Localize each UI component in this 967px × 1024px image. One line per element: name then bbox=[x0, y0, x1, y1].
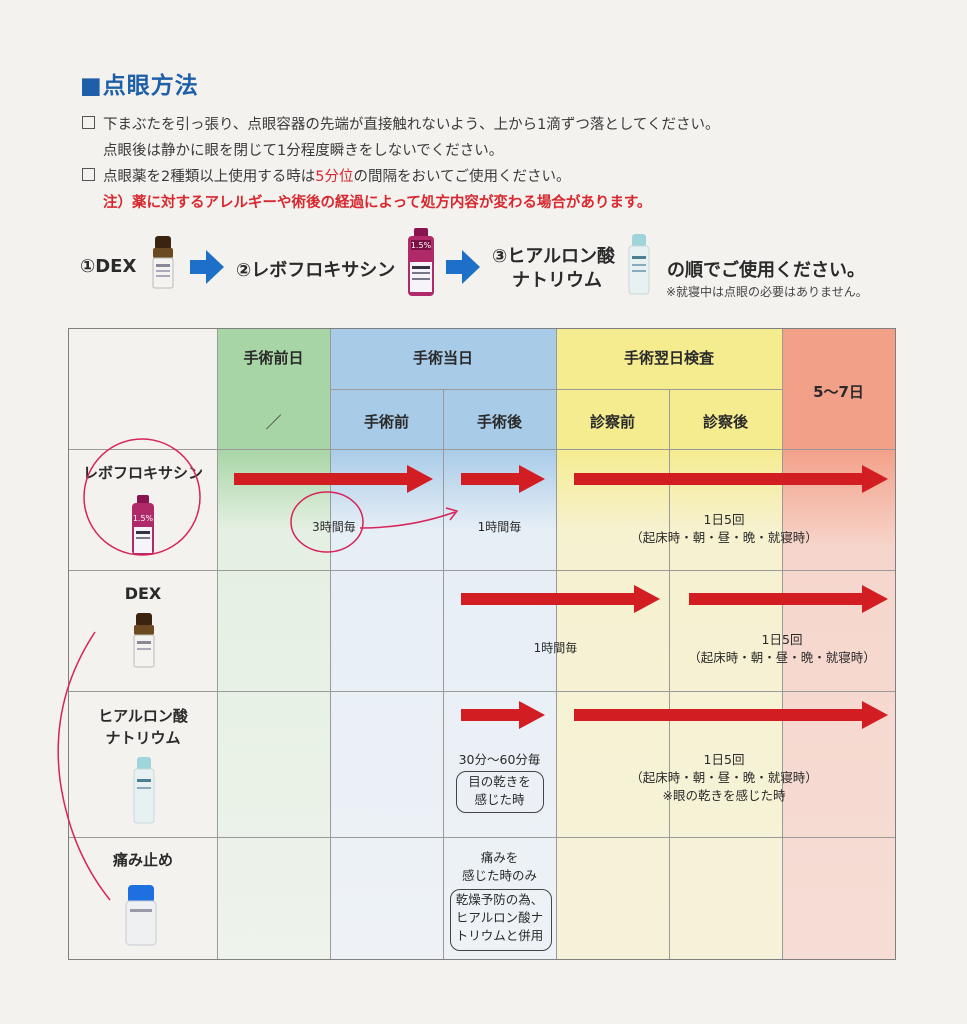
note-5-times-a-day: 1日5回 bbox=[703, 512, 745, 527]
note-5-times-a-day: 1日5回 bbox=[703, 752, 745, 767]
drug-name-hyaluronic-line2: ナトリウム bbox=[105, 729, 181, 747]
header-next-day: 手術翌日検査 bbox=[623, 349, 714, 367]
page-title: ■点眼方法 bbox=[80, 73, 199, 99]
drug-name-hyaluronic-line1: ヒアルロン酸 bbox=[98, 707, 188, 725]
dex-bottle-icon bbox=[152, 236, 174, 289]
arrow-bar bbox=[574, 473, 864, 485]
note-every-30-60-min: 30分〜60分毎 bbox=[458, 752, 541, 767]
arrow-bar bbox=[574, 709, 864, 721]
header-op-before: 手術前 bbox=[363, 413, 409, 431]
dex-bottle-icon bbox=[133, 613, 155, 668]
note-every-3-hours: 3時間毎 bbox=[312, 520, 356, 534]
arrow-right-icon bbox=[446, 250, 480, 284]
note-times-list: （起床時・朝・昼・晩・就寝時） bbox=[630, 770, 818, 785]
column-5-7-days bbox=[782, 329, 895, 959]
order-step-1: ①DEX bbox=[80, 256, 137, 277]
painkiller-bottle-icon bbox=[125, 885, 157, 946]
order-suffix: の順でご使用ください。 bbox=[667, 260, 865, 281]
arrow-head bbox=[634, 585, 660, 613]
drug-name-levofloxacin: レボフロキサシン bbox=[82, 464, 203, 482]
note-pain-1: 痛みを bbox=[480, 850, 519, 865]
arrow-head bbox=[862, 701, 888, 729]
drug-name-painkiller: 痛み止め bbox=[112, 851, 173, 869]
note-every-1-hour: 1時間毎 bbox=[477, 520, 522, 534]
header-5-7-days: 5〜7日 bbox=[813, 383, 864, 401]
note-dry-eye-2: 感じた時 bbox=[474, 792, 525, 807]
bracket bbox=[450, 889, 552, 951]
order-step-3-line1: ③ヒアルロン酸 bbox=[492, 246, 616, 267]
column-preop-day bbox=[217, 329, 330, 959]
bracket bbox=[456, 771, 544, 813]
levofloxacin-bottle-icon: 1.5% bbox=[408, 228, 434, 296]
note-times-list: （起床時・朝・昼・晩・就寝時） bbox=[630, 530, 818, 545]
allergy-note: 注）薬に対するアレルギーや術後の経過によって処方内容が変わる場合があります。 bbox=[103, 195, 652, 211]
arrow-head bbox=[862, 585, 888, 613]
arrow-bar bbox=[461, 593, 636, 605]
schedule-table: 手術前日 ／ 手術当日 手術前 手術後 手術翌日検査 診察前 診察後 5〜7日 … bbox=[68, 328, 896, 960]
header-preop-day: 手術前日 bbox=[243, 349, 304, 367]
note-times-list: （起床時・朝・昼・晩・就寝時） bbox=[688, 650, 876, 665]
instruction-line-1: 下まぶたを引っ張り、点眼容器の先端が直接触れないよう、上から1滴ずつ落としてくだ… bbox=[82, 113, 719, 134]
arrow-bar bbox=[461, 473, 521, 485]
instruction-line-2: 点眼薬を2種類以上使用する時は5分位の間隔をおいてご使用ください。 bbox=[82, 165, 571, 186]
note-every-1-hour: 1時間毎 bbox=[533, 641, 578, 655]
note-combine-3: トリウムと併用 bbox=[455, 928, 544, 943]
checkbox-icon bbox=[82, 168, 95, 181]
hyaluronic-bottle-icon bbox=[133, 757, 155, 824]
arrow-bar bbox=[689, 593, 864, 605]
arrow-head bbox=[407, 465, 433, 493]
note-pain-2: 感じた時のみ bbox=[461, 868, 537, 883]
note-dry-eye-1: 目の乾きを bbox=[468, 774, 531, 789]
arrow-bar bbox=[461, 709, 521, 721]
header-exam-after: 診察後 bbox=[702, 413, 748, 431]
svg-text:1.5%: 1.5% bbox=[133, 514, 154, 523]
arrow-right-icon bbox=[190, 250, 224, 284]
note-combine-1: 乾燥予防の為、 bbox=[455, 892, 544, 907]
arrow-head bbox=[519, 465, 545, 493]
header-preop-slash: ／ bbox=[265, 413, 282, 432]
header-op-after: 手術後 bbox=[476, 413, 522, 431]
drug-name-dex: DEX bbox=[124, 584, 162, 603]
note-5-times-a-day: 1日5回 bbox=[761, 632, 803, 647]
order-step-2: ②レボフロキサシン bbox=[236, 260, 396, 281]
arrow-bar bbox=[234, 473, 409, 485]
instruction-line-1b: 点眼後は静かに眼を閉じて1分程度瞬きをしないでください。 bbox=[103, 143, 504, 159]
arrow-head bbox=[862, 465, 888, 493]
order-step-3-line2: ナトリウム bbox=[512, 270, 602, 291]
arrow-head bbox=[519, 701, 545, 729]
svg-text:1.5%: 1.5% bbox=[411, 241, 432, 250]
sleep-note: ※就寝中は点眼の必要はありません。 bbox=[666, 285, 868, 299]
header-exam-before: 診察前 bbox=[589, 413, 635, 431]
note-when-dry: ※眼の乾きを感じた時 bbox=[662, 788, 786, 803]
levofloxacin-bottle-icon: 1.5% bbox=[132, 495, 154, 555]
hyaluronic-bottle-icon bbox=[628, 234, 650, 295]
checkbox-icon bbox=[82, 116, 95, 129]
note-combine-2: ヒアルロン酸ナ bbox=[455, 910, 544, 925]
header-op-day: 手術当日 bbox=[412, 349, 473, 367]
